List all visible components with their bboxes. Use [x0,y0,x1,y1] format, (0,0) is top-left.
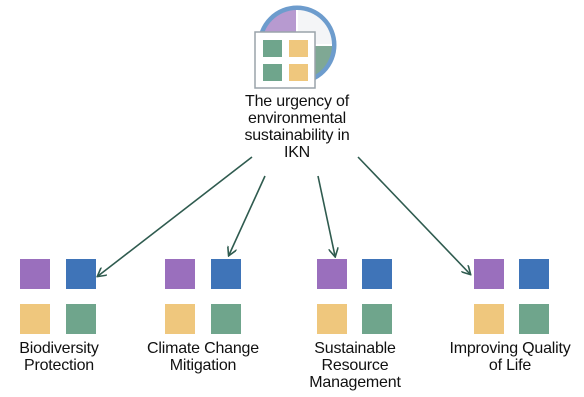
root-label-line: environmental [248,110,346,127]
child-icon-resource[interactable] [317,259,392,334]
child-icon-biodiversity[interactable] [20,259,96,334]
child-label-resource[interactable]: Sustainable Resource Management [290,340,420,391]
child-icon-climate[interactable] [165,259,241,334]
child-label-line: Improving Quality [449,340,571,357]
root-label-line: sustainability in [244,127,350,144]
root-node-label[interactable]: The urgency of environmental sustainabil… [212,93,382,161]
root-label-line: IKN [283,144,311,161]
child-label-line: Management [309,374,401,391]
root-label-line: The urgency of [245,93,349,110]
child-label-line: Mitigation [169,357,237,374]
connectors [98,156,470,276]
child-label-biodiversity[interactable]: Biodiversity Protection [0,340,118,374]
connector-quality [357,156,470,274]
child-icon-quality[interactable] [474,259,549,334]
child-label-line: Climate Change [147,340,259,357]
child-label-line: Biodiversity [19,340,99,357]
child-label-line: Sustainable [314,340,396,357]
child-label-quality[interactable]: Improving Quality of Life [436,340,584,374]
child-label-line: Protection [23,357,95,374]
child-label-line: of Life [488,357,532,374]
connector-climate [229,175,266,255]
root-node-icon[interactable] [254,5,337,89]
child-label-climate[interactable]: Climate Change Mitigation [133,340,273,374]
child-label-line: Resource [321,357,389,374]
connector-resource [317,175,335,256]
connector-biodiversity [98,156,253,276]
